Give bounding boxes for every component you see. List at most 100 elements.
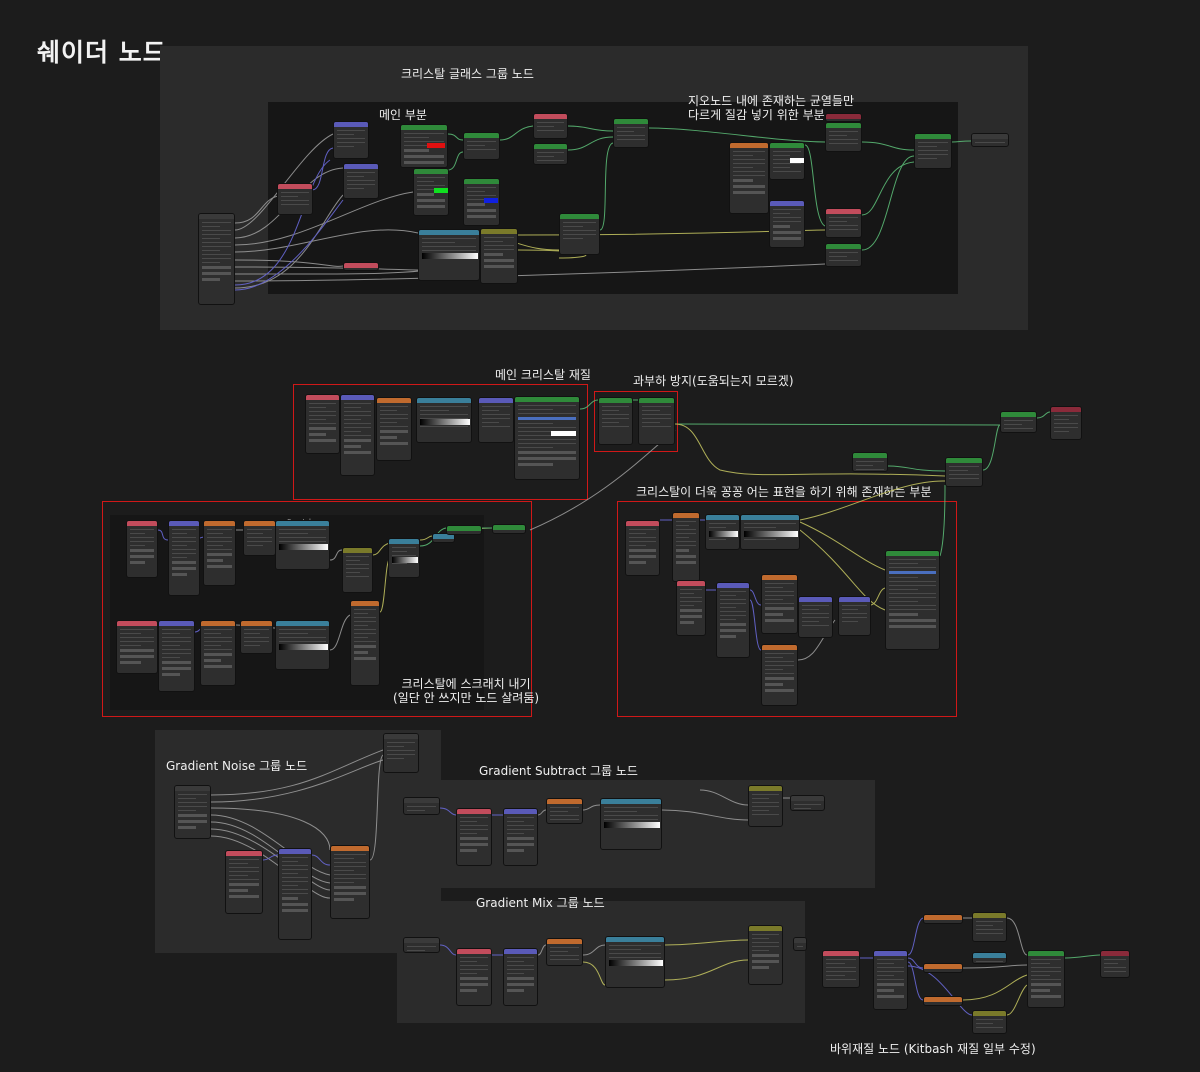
shader-node[interactable] — [729, 142, 769, 214]
shader-node[interactable] — [456, 808, 492, 866]
shader-node[interactable] — [383, 733, 419, 773]
node-header[interactable] — [794, 938, 806, 943]
node-header[interactable] — [973, 1011, 1006, 1016]
shader-node[interactable] — [838, 596, 871, 636]
node-header[interactable] — [717, 583, 749, 588]
node-header[interactable] — [117, 621, 157, 626]
node-header[interactable] — [341, 395, 374, 400]
shader-node[interactable] — [676, 580, 706, 636]
shader-node[interactable] — [598, 397, 633, 445]
shader-node[interactable] — [716, 582, 750, 658]
shader-node[interactable] — [825, 243, 862, 267]
shader-node[interactable] — [492, 524, 526, 534]
node-header[interactable] — [419, 230, 479, 235]
node-header[interactable] — [1101, 951, 1129, 956]
node-header[interactable] — [479, 398, 513, 403]
node-header[interactable] — [853, 453, 887, 458]
node-header[interactable] — [464, 133, 499, 138]
node-header[interactable] — [770, 143, 804, 148]
node-header[interactable] — [839, 597, 870, 602]
shader-node[interactable] — [748, 785, 783, 827]
color-swatch[interactable] — [427, 143, 445, 148]
node-header[interactable] — [169, 521, 199, 526]
node-header[interactable] — [343, 548, 372, 553]
shader-node[interactable] — [343, 262, 379, 271]
node-header[interactable] — [560, 214, 599, 219]
shader-node[interactable] — [350, 600, 380, 686]
node-header[interactable] — [972, 134, 1008, 139]
color-ramp-bar[interactable] — [279, 644, 328, 650]
shader-node[interactable] — [275, 620, 330, 670]
shader-node[interactable] — [761, 644, 798, 706]
shader-node[interactable] — [116, 620, 158, 674]
node-header[interactable] — [344, 164, 378, 169]
node-header[interactable] — [599, 398, 632, 403]
shader-node[interactable] — [705, 514, 740, 550]
shader-node[interactable] — [769, 142, 805, 180]
node-header[interactable] — [244, 521, 275, 526]
node-header[interactable] — [226, 851, 262, 856]
color-ramp-bar[interactable] — [709, 531, 738, 537]
node-header[interactable] — [417, 398, 471, 403]
node-header[interactable] — [534, 144, 567, 149]
node-header[interactable] — [606, 937, 664, 942]
shader-node[interactable] — [446, 525, 482, 535]
node-header[interactable] — [799, 597, 832, 602]
node-header[interactable] — [762, 645, 797, 650]
node-header[interactable] — [677, 581, 705, 586]
node-header[interactable] — [457, 949, 491, 954]
node-header[interactable] — [791, 796, 824, 801]
node-header[interactable] — [175, 786, 210, 791]
node-header[interactable] — [276, 621, 329, 626]
shader-node[interactable] — [885, 550, 940, 650]
node-header[interactable] — [749, 786, 782, 791]
node-header[interactable] — [741, 515, 799, 520]
shader-node[interactable] — [388, 538, 420, 578]
node-header[interactable] — [241, 621, 272, 626]
shader-node[interactable] — [416, 397, 472, 443]
shader-node[interactable] — [200, 620, 236, 686]
shader-node[interactable] — [972, 952, 1007, 964]
shader-node[interactable] — [793, 937, 807, 951]
shader-node[interactable] — [403, 937, 440, 953]
node-header[interactable] — [770, 201, 804, 206]
node-header[interactable] — [826, 209, 861, 214]
shader-node[interactable] — [456, 948, 492, 1006]
shader-node[interactable] — [340, 394, 375, 476]
shader-node[interactable] — [600, 798, 662, 850]
shader-node[interactable] — [278, 848, 312, 940]
node-header[interactable] — [204, 521, 235, 526]
shader-node[interactable] — [1100, 950, 1130, 978]
shader-node[interactable] — [822, 950, 860, 988]
node-header[interactable] — [331, 846, 369, 851]
shader-node[interactable] — [638, 397, 675, 445]
shader-node[interactable] — [463, 178, 500, 226]
shader-node[interactable] — [413, 168, 449, 216]
node-header[interactable] — [377, 398, 411, 403]
shader-node[interactable] — [672, 512, 700, 582]
node-header[interactable] — [344, 263, 378, 268]
node-header[interactable] — [159, 621, 194, 626]
node-header[interactable] — [279, 849, 311, 854]
node-header[interactable] — [493, 525, 525, 530]
shader-node[interactable] — [546, 798, 583, 824]
shader-node[interactable] — [798, 596, 833, 638]
shader-node[interactable] — [503, 808, 538, 866]
shader-node[interactable] — [225, 850, 263, 914]
shader-node[interactable] — [168, 520, 200, 596]
node-header[interactable] — [601, 799, 661, 804]
shader-node[interactable] — [376, 397, 412, 461]
shader-node[interactable] — [432, 533, 455, 543]
shader-node[interactable] — [748, 925, 783, 985]
node-header[interactable] — [278, 184, 312, 189]
node-header[interactable] — [946, 458, 982, 463]
shader-node[interactable] — [625, 520, 660, 576]
node-header[interactable] — [389, 539, 419, 544]
color-ramp-bar[interactable] — [609, 960, 663, 966]
color-ramp-bar[interactable] — [422, 253, 478, 259]
node-header[interactable] — [547, 799, 582, 804]
node-header[interactable] — [973, 953, 1006, 958]
node-header[interactable] — [464, 179, 499, 184]
shader-node[interactable] — [533, 143, 568, 165]
node-header[interactable] — [433, 534, 454, 539]
